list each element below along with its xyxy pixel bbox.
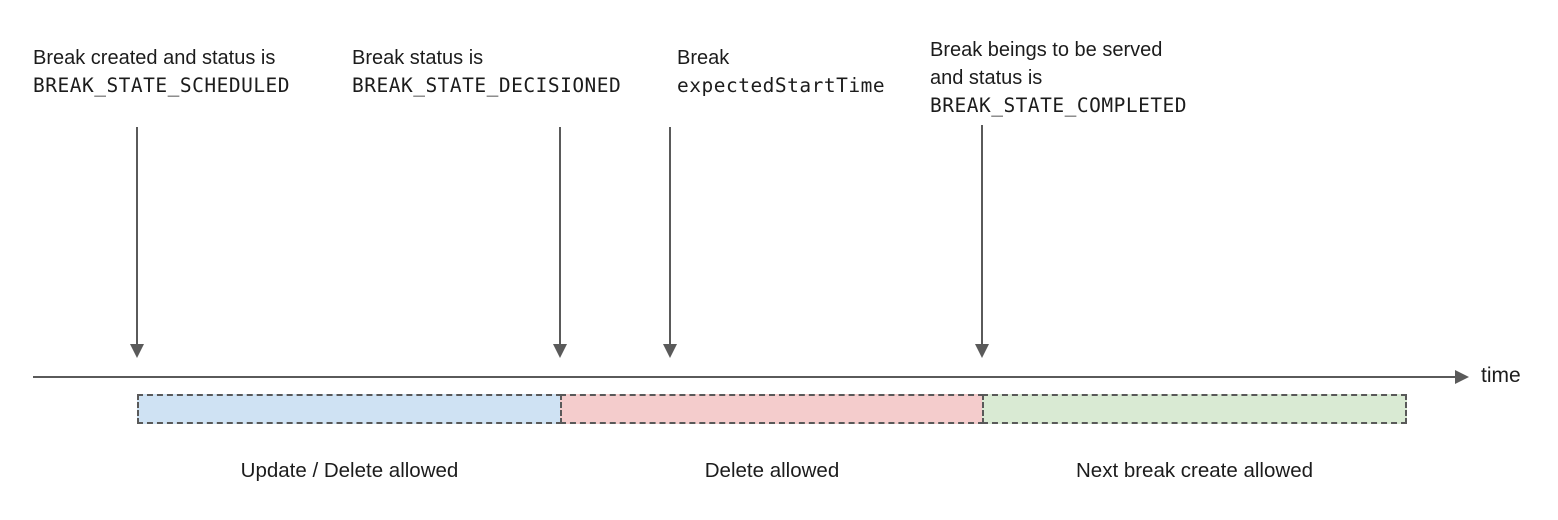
segment-label: Update / Delete allowed <box>240 459 459 482</box>
arrow-head <box>975 344 989 358</box>
down-arrow-icon <box>553 127 567 358</box>
annotation-break-scheduled: Break created and status is BREAK_STATE_… <box>33 44 290 100</box>
annotation-text: Break <box>677 47 730 69</box>
time-axis-line <box>33 376 1456 378</box>
down-arrow-icon <box>130 127 144 358</box>
arrow-head <box>663 344 677 358</box>
annotation-code: BREAK_STATE_COMPLETED <box>930 94 1188 117</box>
right-arrow-icon <box>1455 370 1469 384</box>
annotation-code: BREAK_STATE_DECISIONED <box>352 74 622 97</box>
annotation-break-decisioned: Break status is BREAK_STATE_DECISIONED <box>352 44 621 100</box>
annotation-break-completed: Break beings to be served and status is … <box>930 36 1187 120</box>
down-arrow-icon <box>975 125 989 358</box>
time-axis-label: time <box>1481 364 1521 387</box>
annotation-text: and status is <box>930 67 1043 89</box>
segment-label: Delete allowed <box>704 459 840 482</box>
down-arrow-icon <box>663 127 677 358</box>
annotation-text: Break created and status is <box>33 47 276 69</box>
arrow-shaft <box>559 127 561 345</box>
segment-update-delete-allowed <box>137 394 562 424</box>
annotation-expected-start-time: Break expectedStartTime <box>677 44 885 100</box>
arrow-shaft <box>136 127 138 345</box>
arrow-head <box>130 344 144 358</box>
annotation-text: Break beings to be served <box>930 39 1163 61</box>
arrow-shaft <box>669 127 671 345</box>
segment-next-break-create-allowed <box>982 394 1407 424</box>
segment-label: Next break create allowed <box>1075 459 1313 482</box>
arrow-head <box>553 344 567 358</box>
annotation-code: BREAK_STATE_SCHEDULED <box>33 74 291 97</box>
arrow-shaft <box>981 125 983 345</box>
annotation-text: Break status is <box>352 47 484 69</box>
segment-delete-allowed <box>560 394 984 424</box>
annotation-code: expectedStartTime <box>677 74 886 97</box>
